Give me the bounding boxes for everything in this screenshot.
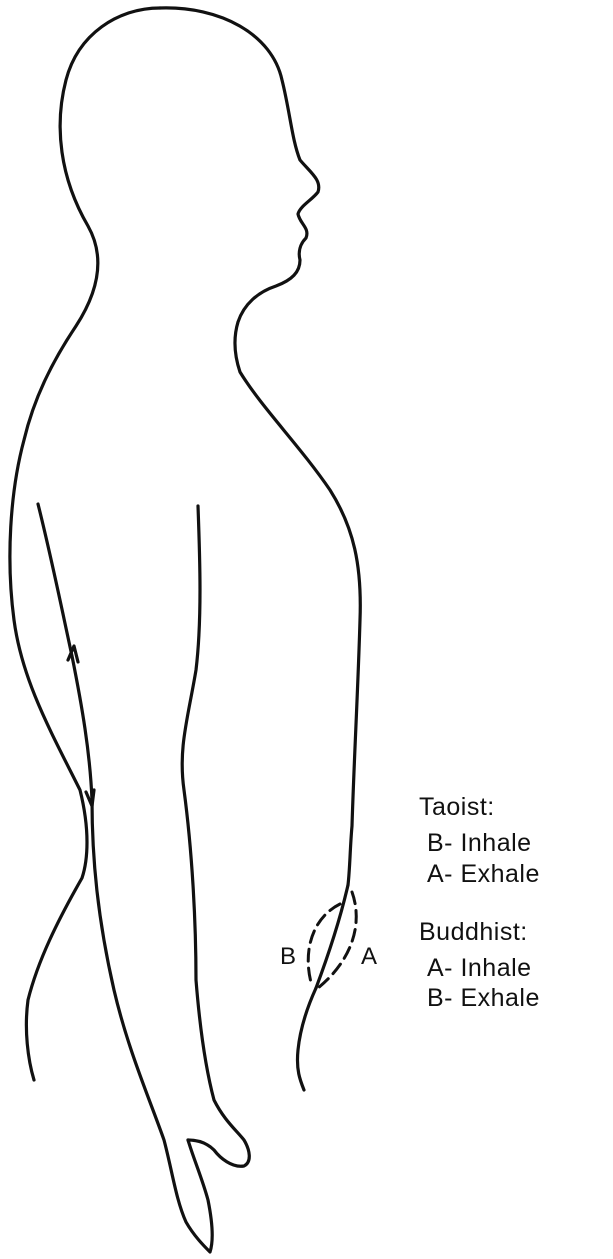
marker-a-label: A xyxy=(361,943,377,970)
taoist-heading: Taoist: xyxy=(419,795,495,820)
buddhist-item-2: B- Exhale xyxy=(427,986,540,1011)
front-leg-contour xyxy=(297,988,316,1090)
taoist-item-2: A- Exhale xyxy=(427,862,540,887)
arm-notch-lower xyxy=(86,790,94,806)
taoist-item-1: B- Inhale xyxy=(427,831,532,856)
back-body-contour xyxy=(10,8,160,1080)
arm-back-contour xyxy=(38,504,212,1252)
dashed-lobe-b xyxy=(308,904,340,986)
arm-front-contour xyxy=(182,506,249,1166)
marker-b-label: B xyxy=(280,943,296,970)
buddhist-heading: Buddhist: xyxy=(419,920,528,945)
buddhist-item-1: A- Inhale xyxy=(427,956,532,981)
front-body-contour xyxy=(160,8,360,885)
